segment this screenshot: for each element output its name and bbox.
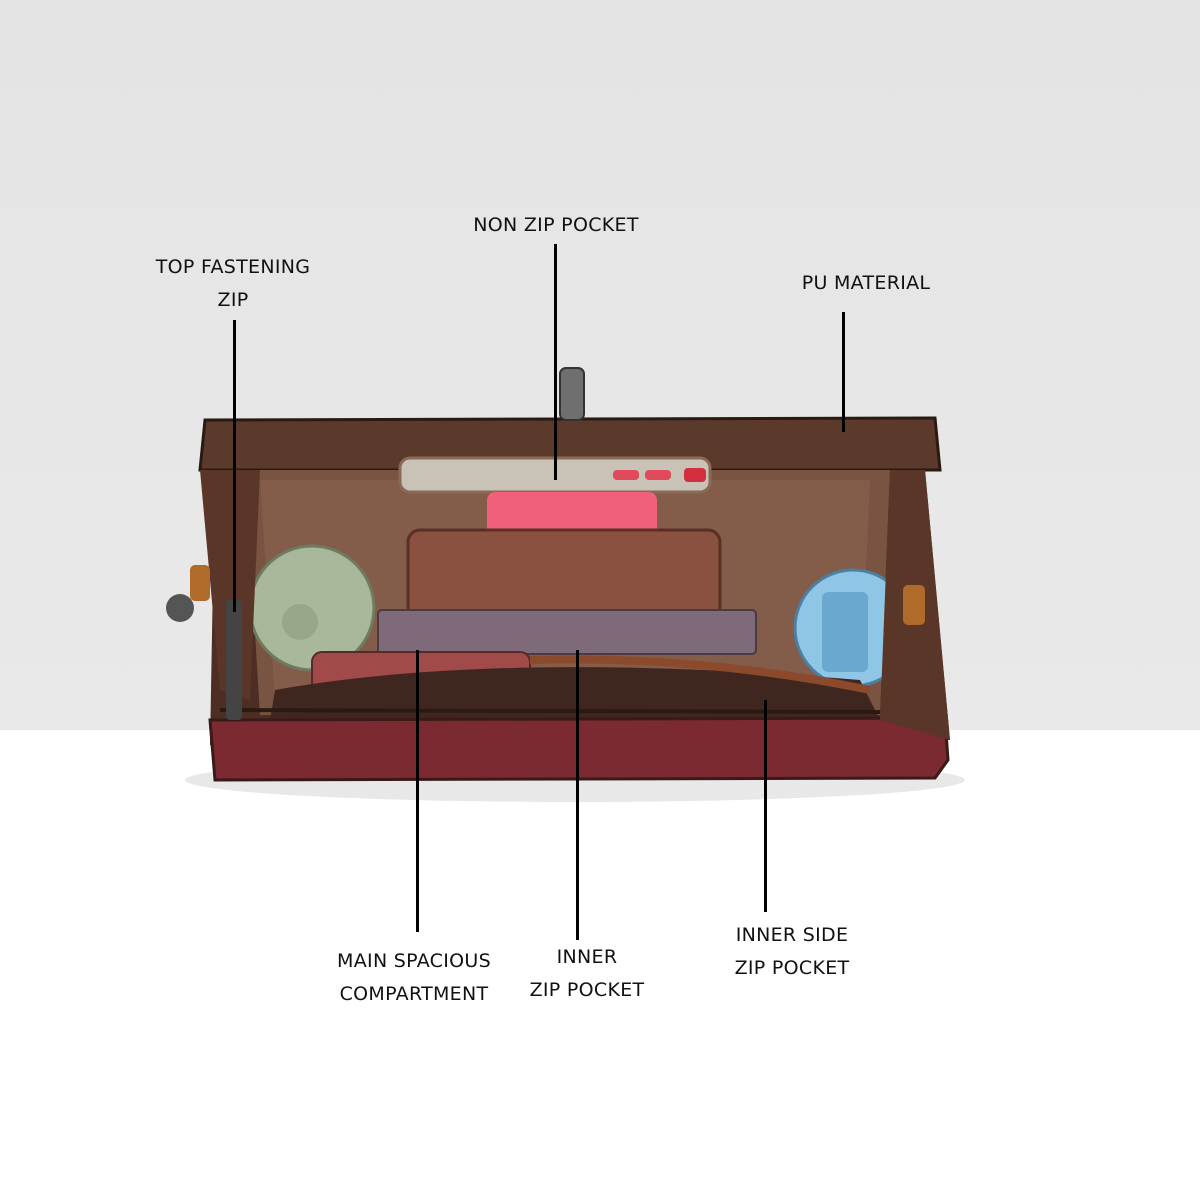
label-line: TOP FASTENING	[155, 256, 311, 278]
callout-line-pu-material	[842, 312, 845, 432]
callout-line-main-compartment	[416, 650, 419, 932]
callout-line-inner-side-zip-pocket	[764, 700, 767, 912]
label-line: PU MATERIAL	[801, 272, 931, 294]
label-line: ZIP POCKET	[734, 957, 850, 979]
label-pu-material: PU MATERIAL	[802, 267, 931, 300]
label-non-zip-pocket: NON ZIP POCKET	[473, 209, 639, 242]
callout-line-top-fastening-zip	[233, 320, 236, 612]
label-top-fastening-zip: TOP FASTENING ZIP	[156, 251, 311, 317]
callout-line-inner-zip-pocket	[576, 650, 579, 940]
label-line: INNER	[556, 946, 618, 968]
label-line: COMPARTMENT	[339, 983, 489, 1005]
label-main-compartment: MAIN SPACIOUS COMPARTMENT	[337, 945, 491, 1011]
label-line: ZIP	[217, 289, 249, 311]
label-line: MAIN SPACIOUS	[337, 950, 491, 972]
label-inner-side-zip-pocket: INNER SIDE ZIP POCKET	[735, 919, 850, 985]
callout-line-non-zip-pocket	[554, 244, 557, 480]
label-line: ZIP POCKET	[529, 979, 645, 1001]
label-line: INNER SIDE	[735, 924, 849, 946]
label-line: NON ZIP POCKET	[473, 214, 639, 236]
label-inner-zip-pocket: INNER ZIP POCKET	[530, 941, 645, 1007]
